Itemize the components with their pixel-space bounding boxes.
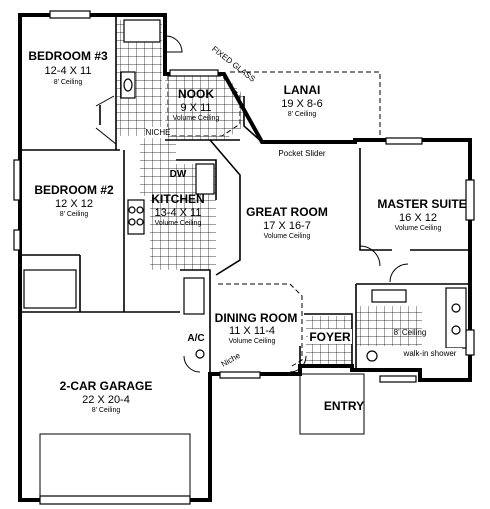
room-lanai: LANAI 19 X 8-6 8' Ceiling [281, 83, 323, 118]
foyer-name: FOYER [309, 330, 351, 344]
ac-label: A/C [187, 333, 204, 344]
bedroom3-dims: 12-4 X 11 [45, 65, 92, 77]
fixtures [23, 19, 467, 362]
bedroom2-dims: 12 X 12 [55, 198, 93, 210]
nook-ceiling: Volume Ceiling [173, 115, 220, 122]
entry-name: ENTRY [324, 399, 364, 413]
bedroom2-name: BEDROOM #2 [34, 183, 114, 197]
room-entry: ENTRY [324, 399, 364, 413]
room-foyer: FOYER [308, 329, 352, 344]
exterior-walls [18, 13, 472, 502]
nook-dims: 9 X 11 [181, 102, 212, 114]
dining-room-name: DINING ROOM [215, 311, 298, 325]
bedroom2-ceiling: 8' Ceiling [60, 211, 89, 218]
kitchen-name: KITCHEN [151, 192, 204, 206]
room-bedroom3: BEDROOM #3 12-4 X 11 8' Ceiling [28, 49, 108, 86]
room-kitchen: KITCHEN 13-4 X 11 Volume Ceiling [151, 192, 204, 227]
lanai-name: LANAI [284, 83, 321, 97]
master-suite-dims: 16 X 12 [399, 212, 437, 224]
kitchen-ceiling: Volume Ceiling [155, 220, 202, 227]
master-suite-ceiling: Volume Ceiling [395, 225, 442, 232]
room-bedroom2: BEDROOM #2 12 X 12 8' Ceiling [34, 183, 114, 218]
bedroom3-ceiling: 8' Ceiling [54, 79, 83, 86]
lanai-ceiling: 8' Ceiling [288, 111, 317, 118]
pocket-slider-label: Pocket Slider [278, 149, 325, 158]
garage-name: 2-CAR GARAGE [60, 379, 153, 393]
garage-ceiling: 8' Ceiling [92, 407, 121, 414]
entry-porch [299, 373, 365, 435]
great-room-ceiling: Volume Ceiling [264, 233, 311, 240]
room-dining-room: DINING ROOM 11 X 11-4 Volume Ceiling [215, 311, 298, 345]
garage-door [39, 433, 191, 497]
dining-room-dims: 11 X 11-4 [229, 325, 275, 337]
windows [13, 10, 475, 505]
niche-hall-label: NICHE [146, 128, 171, 137]
room-garage: 2-CAR GARAGE 22 X 20-4 8' Ceiling [60, 379, 153, 414]
dining-room-ceiling: Volume Ceiling [229, 338, 276, 345]
niche-dining-label: Niche [220, 351, 243, 369]
room-master-suite: MASTER SUITE 16 X 12 Volume Ceiling [377, 197, 466, 232]
kitchen-dims: 13-4 X 11 [155, 207, 202, 219]
bedroom3-name: BEDROOM #3 [28, 49, 108, 63]
garage-dims: 22 X 20-4 [82, 394, 130, 406]
great-room-dims: 17 X 16-7 [263, 220, 311, 232]
room-nook: NOOK 9 X 11 Volume Ceiling [173, 87, 220, 122]
room-great-room: GREAT ROOM 17 X 16-7 Volume Ceiling [246, 205, 328, 240]
bath-ceiling-label: 8' Ceiling [394, 328, 427, 337]
master-suite-name: MASTER SUITE [377, 197, 466, 211]
dw-label: DW [170, 169, 187, 180]
walk-in-shower-label: walk-in shower [403, 349, 457, 358]
nook-name: NOOK [178, 87, 214, 101]
interior-walls [20, 15, 470, 374]
door-swings [95, 35, 409, 373]
lanai-dims: 19 X 8-6 [281, 98, 323, 110]
great-room-name: GREAT ROOM [246, 205, 328, 219]
